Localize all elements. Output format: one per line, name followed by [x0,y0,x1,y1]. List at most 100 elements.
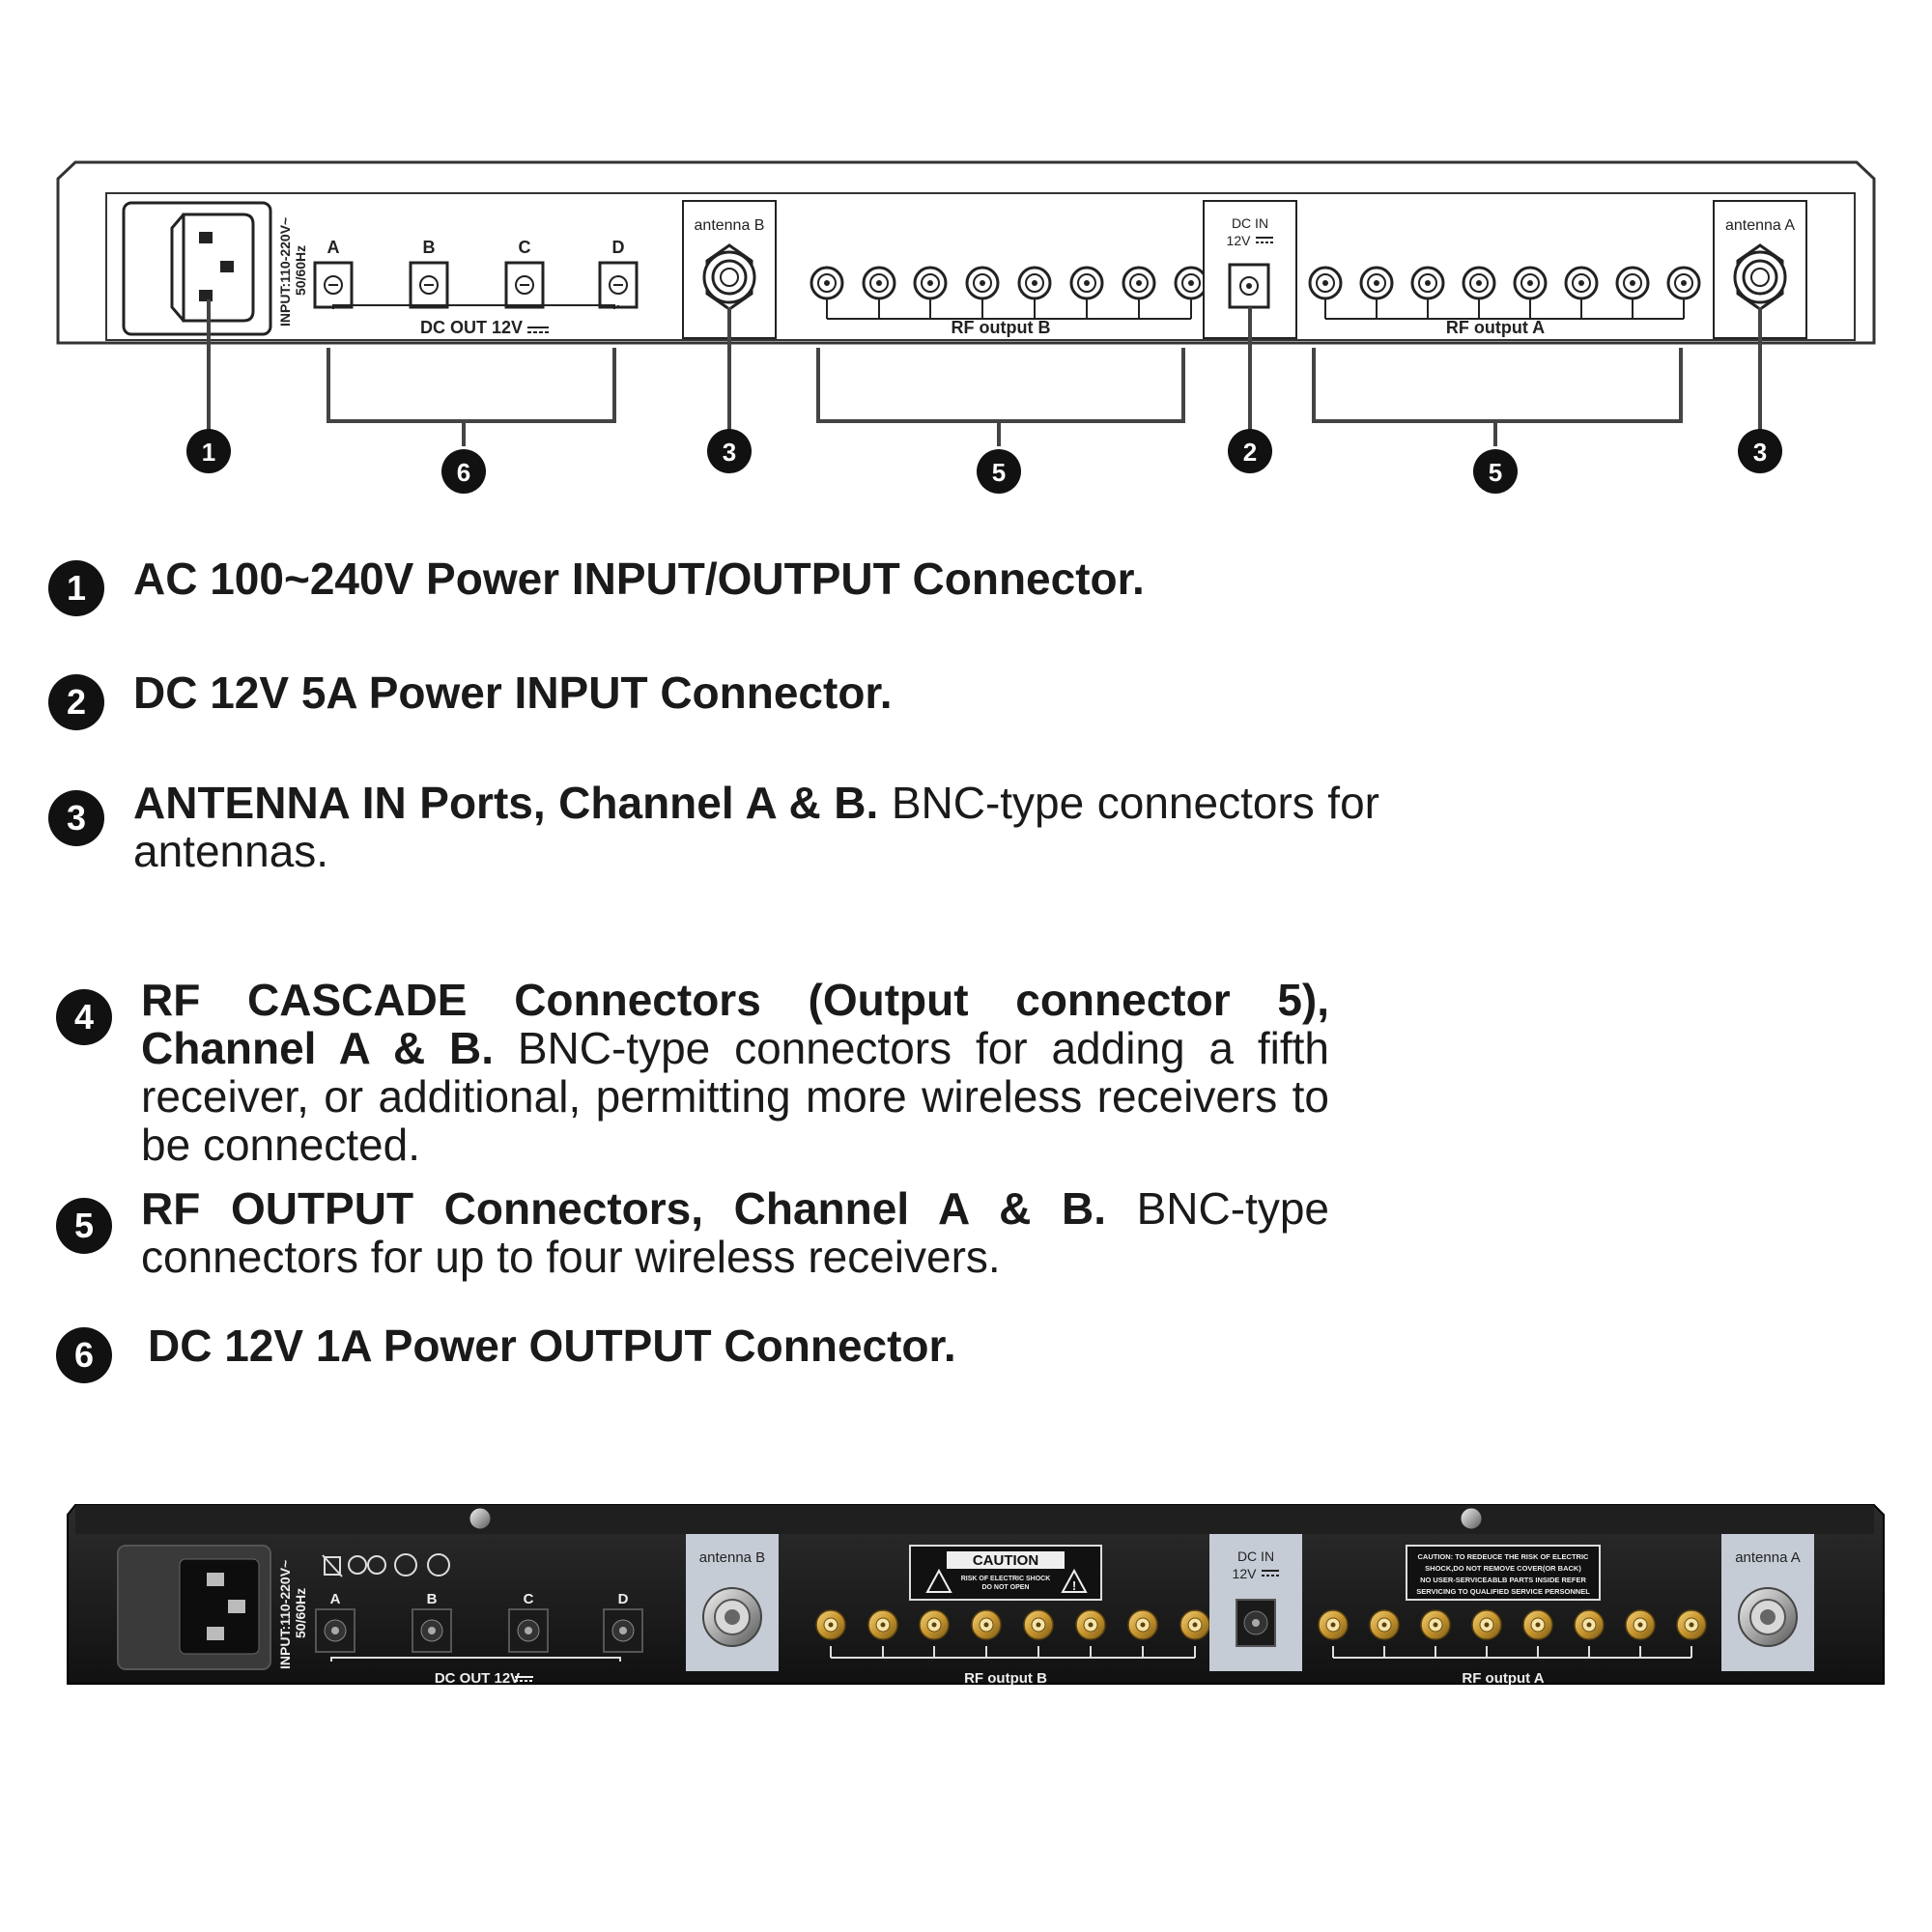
photo-dc-port-label: A [330,1591,341,1607]
callout-badge-5-b: 5 [977,449,1021,494]
legend-text: DC 12V 1A Power OUTPUT Connector. [148,1321,956,1371]
photo-rf-connector-b-7 [1127,1609,1158,1658]
dc-port-label: C [519,238,531,257]
svg-text:5: 5 [1489,458,1502,487]
rf-output-a-connectors [1308,266,1701,320]
caution-line1: RISK OF ELECTRIC SHOCK [961,1576,1051,1582]
antenna-a-connector-icon [1733,243,1787,311]
photo-rf-connector-b-4 [971,1609,1002,1658]
rf-output-b-connectors [810,266,1208,320]
caution-label: CAUTION RISK OF ELECTRIC SHOCK DO NOT OP… [909,1545,1102,1601]
svg-text:3: 3 [1753,438,1767,467]
photo-screw-left [469,1507,492,1530]
svg-text:!: ! [1072,1578,1076,1593]
dc-port-label: A [327,238,340,257]
dc-port-label: B [423,238,436,257]
photo-dc-in-jack-icon [1236,1599,1276,1647]
legend-text: AC 100~240V Power INPUT/OUTPUT Connector… [133,554,1145,604]
photo-dc-out-port-d: D [603,1591,643,1653]
rf-connector-b-5 [1017,266,1052,319]
photo-dc-out-port-a: A [315,1591,355,1653]
photo-input-label-line1: INPUT:110-220V~ [277,1560,293,1669]
antenna-b-label: antenna B [695,217,765,234]
legend-text: DC 12V 5A Power INPUT Connector. [133,668,893,718]
photo-ac-inlet-icon [179,1558,260,1655]
photo-antenna-b-connector-icon [702,1587,762,1647]
legend-badge: 4 [56,989,112,1045]
legend-text: RF CASCADE Connectors (Output connector … [141,975,1330,1170]
photo-dc-jack-icon [412,1608,452,1653]
photo-rf-connector-a-7 [1625,1609,1656,1658]
photo-rf-output-b-connectors [815,1609,1210,1659]
rf-connector-a-3 [1410,266,1445,319]
legend-badge: 2 [48,674,104,730]
rf-output-a-label: RF output A [1446,318,1545,337]
rf-connector-a-7 [1615,266,1650,319]
dc-out-ports: A B C D [313,238,639,309]
caution-title: CAUTION [973,1552,1038,1569]
rf-connector-a-4 [1462,266,1496,319]
warning-label: CAUTION: TO REDEUCE THE RISK OF ELECTRIC… [1406,1545,1601,1601]
photo-rf-connector-a-6 [1574,1609,1605,1658]
antenna-a-label: antenna A [1725,217,1795,234]
warning-line1: CAUTION: TO REDEUCE THE RISK OF ELECTRIC [1418,1552,1590,1561]
dc-out-port-d: D [598,238,639,309]
photo-antenna-a-label: antenna A [1735,1549,1801,1566]
rf-connector-b-8 [1174,266,1208,319]
rf-connector-a-6 [1564,266,1599,319]
rf-connector-a-2 [1359,266,1394,319]
svg-text:1: 1 [202,438,215,467]
antenna-b-connector-icon [702,243,756,311]
photo-antenna-b-label: antenna B [699,1549,765,1566]
photo-dc-port-label: B [427,1591,438,1607]
photo-rf-connector-b-8 [1179,1609,1210,1658]
input-label-line1: INPUT:110-220V~ [277,217,293,327]
photo-dc-out-label: DC OUT 12V [435,1670,520,1687]
callout-badge-2: 2 [1228,429,1272,473]
photo-rf-connector-a-2 [1369,1609,1400,1658]
warning-line2: SHOCK,DO NOT REMOVE COVER(OR BACK) [1425,1564,1581,1573]
photo-rf-connector-b-2 [867,1609,898,1658]
photo-rf-connector-a-4 [1471,1609,1502,1658]
photo-dc-in-label-line1: DC IN [1237,1548,1274,1564]
dc-in-label-line2: 12V [1227,233,1252,248]
callout-badge-1: 1 [186,429,231,473]
callout-leaders [207,299,1762,446]
svg-text:6: 6 [457,458,470,487]
callout-badge-3-a: 3 [1738,429,1782,473]
dc-port-label: D [612,238,625,257]
rf-connector-b-6 [1069,266,1104,319]
exclamation-warning-icon [1061,1568,1088,1593]
photo-rf-connector-b-1 [815,1609,846,1658]
callout-badge-6: 6 [441,449,486,494]
svg-text:5: 5 [992,458,1006,487]
photo-dc-out-port-b: B [412,1591,452,1653]
legend-text: RF OUTPUT Connectors, Channel A & B. BNC… [141,1183,1330,1282]
photo-rf-output-b-label: RF output B [964,1670,1047,1687]
photo-rf-connector-a-3 [1420,1609,1451,1658]
rf-output-b-label: RF output B [952,318,1051,337]
photo-input-label-line2: 50/60Hz [293,1588,308,1638]
photo-rf-connector-b-6 [1075,1609,1106,1658]
rf-connector-b-2 [862,266,896,319]
photo-rf-output-a-label: RF output A [1462,1670,1544,1687]
ac-inlet-icon [182,213,255,323]
photo-screw-right [1460,1507,1483,1530]
photo-top-lip [75,1505,1874,1534]
legend-badge: 5 [56,1198,112,1254]
rf-connector-a-8 [1666,266,1701,319]
warning-line4: SERVICING TO QUALIFIED SERVICE PERSONNEL [1416,1587,1590,1596]
input-label-line2: 50/60Hz [293,245,308,296]
certification-marks-icon [322,1553,450,1577]
photo-rf-connector-a-1 [1318,1609,1349,1658]
callout-badge-3-b: 3 [707,429,752,473]
rf-connector-a-5 [1513,266,1548,319]
photo-dc-port-label: D [618,1591,629,1607]
dc-out-port-b: B [409,238,449,309]
rf-connector-b-1 [810,266,844,319]
photo-rf-connector-a-5 [1522,1609,1553,1658]
legend-text: ANTENNA IN Ports, Channel A & B. BNC-typ… [133,778,1379,876]
